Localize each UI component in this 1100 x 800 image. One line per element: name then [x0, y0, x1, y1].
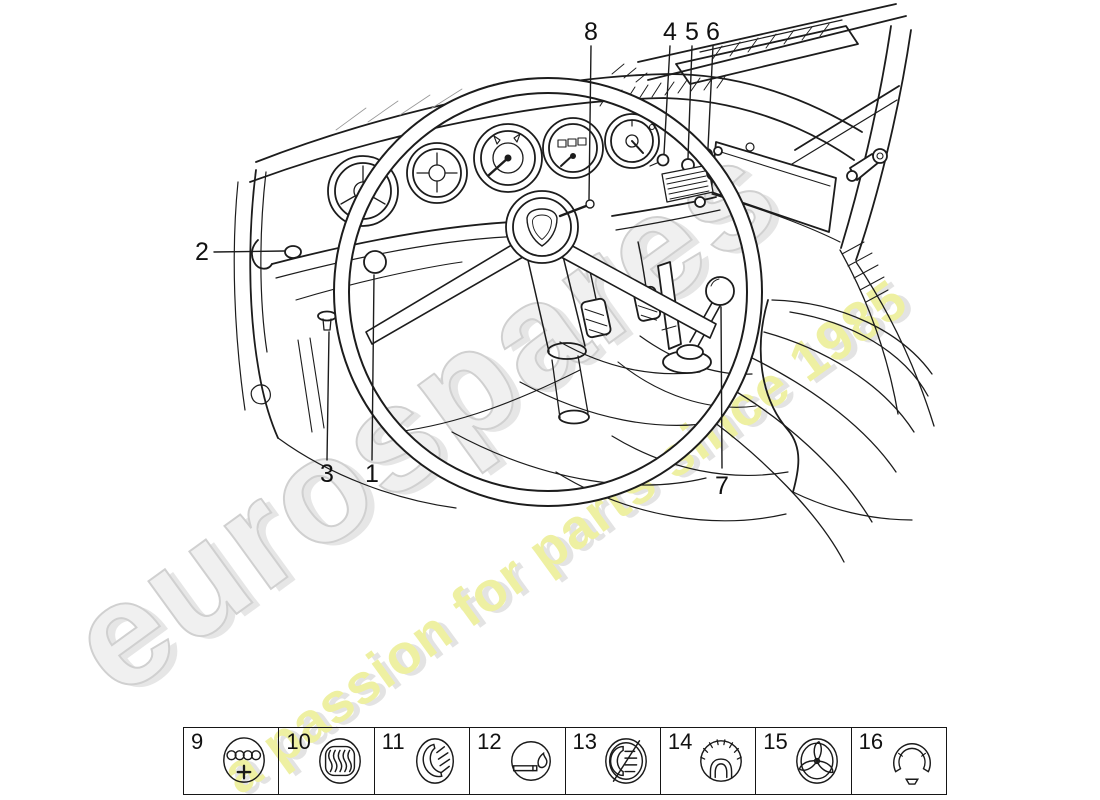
rear-window-defrost-button-icon — [223, 737, 266, 783]
legend-item-15[interactable]: 15 — [756, 728, 852, 794]
legend-item-13[interactable]: 13 — [566, 728, 661, 794]
callout-number-3[interactable]: 3 — [320, 460, 334, 488]
callout-line-8 — [588, 45, 592, 200]
legend-number: 10 — [286, 729, 311, 754]
callout-line-4 — [663, 45, 671, 155]
legend-strip: 9 10 11 — [183, 727, 947, 795]
legend-number: 12 — [477, 729, 502, 754]
fan-switch-button-icon — [795, 738, 838, 784]
callout-number-7[interactable]: 7 — [715, 472, 729, 500]
gauge-3-speedometer — [473, 123, 543, 193]
legend-number: 13 — [572, 729, 597, 754]
instrument-cluster — [327, 113, 660, 227]
seat-contours — [555, 299, 933, 563]
a-pillar-left — [233, 169, 457, 509]
wheel-hub-crest — [505, 190, 579, 264]
legend-number: 11 — [381, 729, 405, 754]
dash-button-callout1 — [363, 250, 387, 274]
gauge-2 — [406, 142, 468, 204]
legend-item-16[interactable]: 16 — [852, 728, 946, 794]
callout-line-2 — [213, 250, 285, 253]
cigarette-lighter-button-icon — [510, 741, 551, 781]
heater-blower-button-icon — [318, 738, 361, 784]
dash-knob-callout2 — [284, 245, 302, 259]
trim-ring-button-icon — [893, 743, 931, 785]
callout-lines — [213, 45, 723, 469]
callout-line-3 — [326, 331, 330, 461]
dash-switches-and-radio — [648, 123, 723, 208]
headlight-flasher-button-icon — [604, 738, 647, 784]
gear-shift-lever — [662, 276, 735, 374]
callout-number-5[interactable]: 5 — [685, 18, 699, 46]
door-panel-right — [839, 241, 935, 427]
legend-item-12[interactable]: 12 — [470, 728, 566, 794]
legend-number: 9 — [191, 729, 204, 754]
callout-number-8[interactable]: 8 — [584, 18, 598, 46]
callout-number-6[interactable]: 6 — [706, 18, 720, 46]
steering-column — [526, 251, 590, 425]
callout-number-1[interactable]: 1 — [365, 460, 379, 488]
legend-number: 16 — [858, 729, 884, 754]
fresh-air-defroster-button-icon — [700, 739, 743, 782]
window-crank-handle — [846, 148, 888, 182]
callout-line-7 — [720, 306, 723, 469]
steering-wheel — [333, 77, 763, 507]
legend-number: 14 — [667, 729, 693, 754]
legend-item-10[interactable]: 10 — [279, 728, 375, 794]
legend-number: 15 — [763, 729, 788, 754]
legend-item-14[interactable]: 14 — [661, 728, 757, 794]
headlight-switch-button-icon — [416, 738, 455, 784]
roof-and-sun-visor — [611, 3, 907, 85]
callout-line-1 — [371, 274, 375, 461]
underdash-pin-callout3 — [317, 310, 337, 331]
gauge-4 — [542, 117, 604, 179]
gauge-5 — [604, 113, 660, 169]
callout-line-6 — [707, 45, 714, 149]
windshield — [255, 73, 863, 163]
callout-line-5 — [687, 45, 693, 159]
legend-item-11[interactable]: 11 — [375, 728, 471, 794]
callout-number-2[interactable]: 2 — [195, 238, 209, 266]
legend-item-9[interactable]: 9 — [184, 728, 280, 794]
turn-signal-stalk — [558, 199, 595, 218]
callout-number-4[interactable]: 4 — [663, 18, 677, 46]
